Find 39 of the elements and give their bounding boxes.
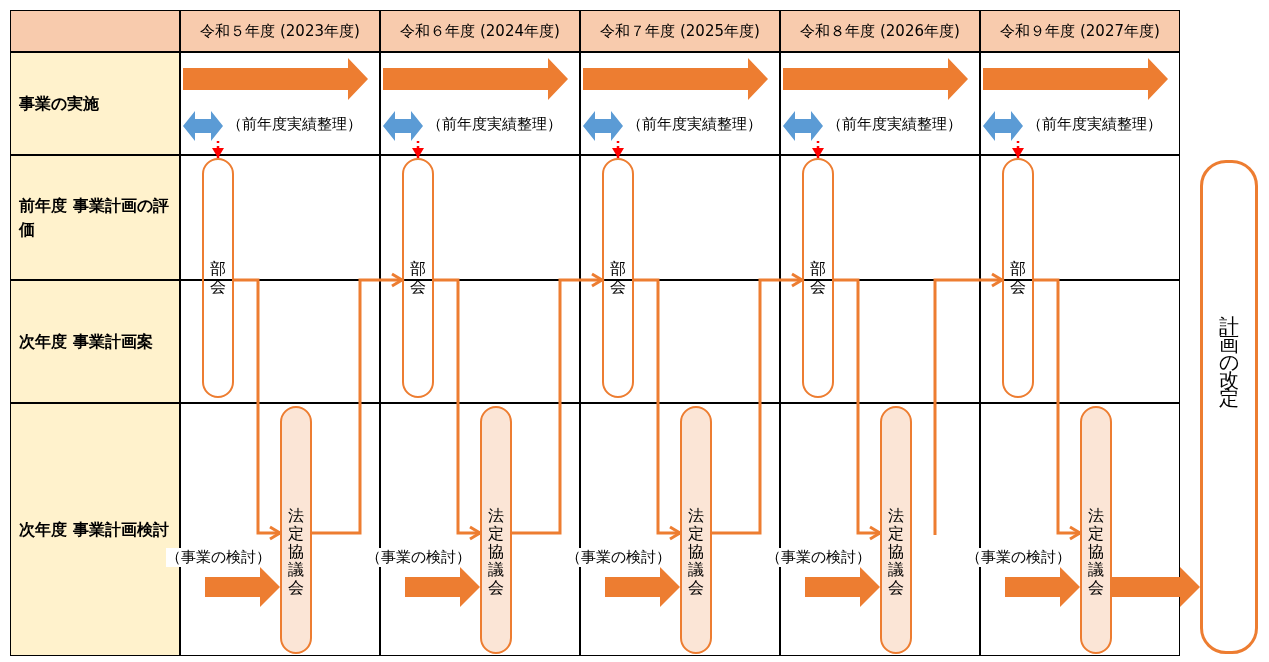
- row-header: 前年度 事業計画の評価: [10, 155, 180, 280]
- dotted-arrow: [412, 141, 424, 158]
- dotted-arrow: [1012, 141, 1024, 158]
- connector-arrow: [933, 272, 1004, 535]
- meeting-pill: 法定協議会: [280, 406, 312, 654]
- connector-arrow: [834, 278, 882, 541]
- dotted-arrow: [612, 141, 624, 158]
- connector-arrow: [434, 278, 482, 541]
- connector-arrow: [512, 272, 604, 535]
- block-arrow: [605, 567, 680, 607]
- column-header: 令和９年度 (2027年度): [980, 10, 1180, 52]
- block-arrow: [805, 567, 880, 607]
- block-arrow: [1112, 567, 1200, 607]
- dotted-arrow: [812, 141, 824, 158]
- double-arrow: [983, 111, 1023, 141]
- plan-pill: 計画の改定: [1200, 160, 1258, 654]
- meeting-pill: 法定協議会: [480, 406, 512, 654]
- connector-arrow: [312, 272, 404, 535]
- double-arrow: [583, 111, 623, 141]
- connector-arrow: [234, 278, 282, 541]
- connector-arrow: [712, 272, 804, 535]
- double-arrow: [183, 111, 223, 141]
- column-header: 令和６年度 (2024年度): [380, 10, 580, 52]
- block-arrow: [1005, 567, 1080, 607]
- row-header: 事業の実施: [10, 52, 180, 155]
- row-header: 次年度 事業計画案: [10, 280, 180, 403]
- connector-arrow: [634, 278, 682, 541]
- block-arrow: [205, 567, 280, 607]
- meeting-pill: 法定協議会: [880, 406, 912, 654]
- dotted-arrow: [212, 141, 224, 158]
- block-arrow: [405, 567, 480, 607]
- double-arrow: [783, 111, 823, 141]
- connector-arrow: [1034, 278, 1082, 541]
- double-arrow: [383, 111, 423, 141]
- column-header: 令和５年度 (2023年度): [180, 10, 380, 52]
- meeting-pill: 法定協議会: [680, 406, 712, 654]
- column-header: 令和７年度 (2025年度): [580, 10, 780, 52]
- column-header: 令和８年度 (2026年度): [780, 10, 980, 52]
- meeting-pill: 法定協議会: [1080, 406, 1112, 654]
